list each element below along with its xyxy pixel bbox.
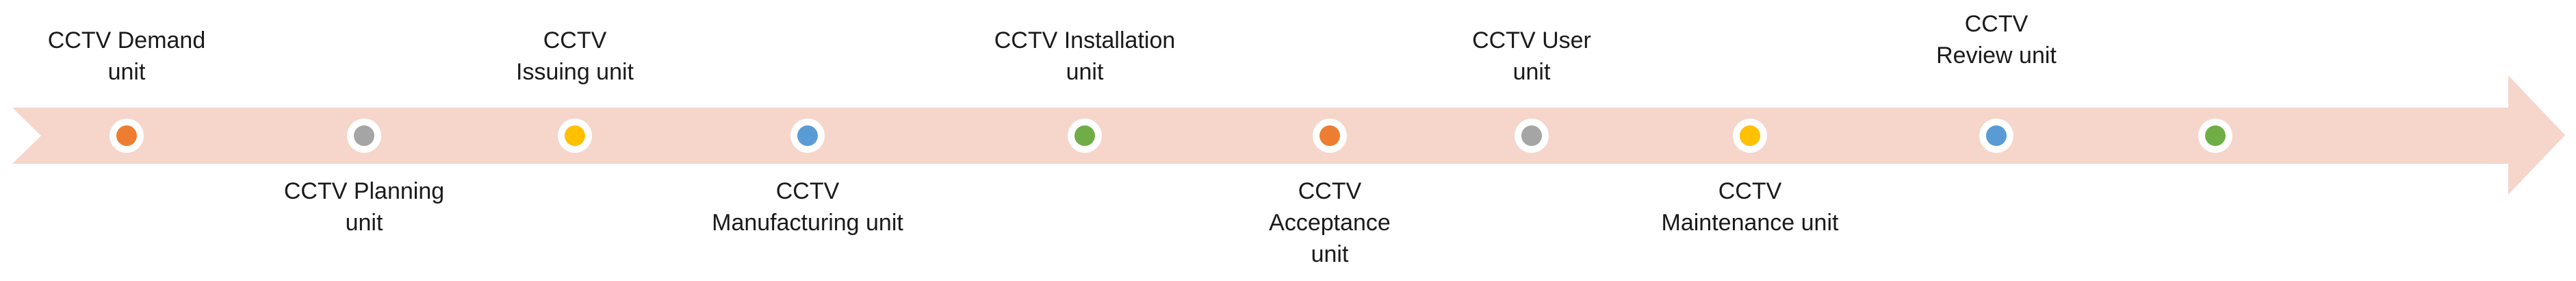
milestone-label-line: CCTV Planning <box>283 178 445 204</box>
milestone-label: CCTV Issuing unit <box>417 25 732 88</box>
milestone-label-line: CCTV <box>1718 178 1782 204</box>
milestone-label-line: CCTV <box>1298 178 1362 204</box>
milestone-label-line: CCTV User <box>1472 27 1591 53</box>
milestone-dot <box>354 125 374 146</box>
milestone-dot <box>797 125 818 146</box>
milestone-label-line: unit <box>345 210 383 236</box>
milestone-label: CCTV Review unit <box>1839 8 2154 71</box>
milestone-label: CCTV Acceptance unit <box>1172 175 1487 270</box>
milestone-label-line: Acceptance <box>1269 210 1391 236</box>
milestone-dot <box>565 125 585 146</box>
milestone-dots <box>110 119 2232 153</box>
milestone-dot <box>116 125 137 146</box>
milestone-label-line: unit <box>107 59 146 85</box>
milestone-label-line: unit <box>1311 241 1349 267</box>
milestone-label: CCTV User unit <box>1374 25 1689 88</box>
milestone-label-line: unit <box>1066 59 1104 85</box>
milestone-label: CCTV Installation unit <box>927 25 1242 88</box>
milestone-dot <box>1740 125 1760 146</box>
milestone-label: CCTV Manufacturing unit <box>650 175 965 239</box>
milestone-label-line: CCTV Installation <box>994 27 1176 53</box>
milestone-dot <box>1986 125 2007 146</box>
milestone-label-line: unit <box>1512 59 1551 85</box>
milestone-label-line: Issuing unit <box>516 59 634 85</box>
milestone-dot <box>2205 125 2226 146</box>
milestone-label-line: CCTV <box>1964 11 2028 37</box>
milestone-label: CCTV Maintenance unit <box>1593 175 1907 239</box>
milestone-dot <box>1319 125 1340 146</box>
milestone-label-line: Maintenance unit <box>1661 210 1839 236</box>
milestone-label-line: CCTV Demand <box>47 27 206 53</box>
milestone-label-line: CCTV <box>775 178 840 204</box>
milestone-label: CCTV Demand unit <box>0 25 284 88</box>
milestone-label: CCTV Planning unit <box>207 175 521 239</box>
timeline-arrow <box>12 75 2565 195</box>
milestone-label-line: Manufacturing unit <box>712 210 903 236</box>
milestone-dot <box>1074 125 1095 146</box>
milestone-label-line: CCTV <box>543 27 607 53</box>
milestone-label-line: Review unit <box>1936 42 2057 69</box>
milestone-dot <box>1521 125 1542 146</box>
